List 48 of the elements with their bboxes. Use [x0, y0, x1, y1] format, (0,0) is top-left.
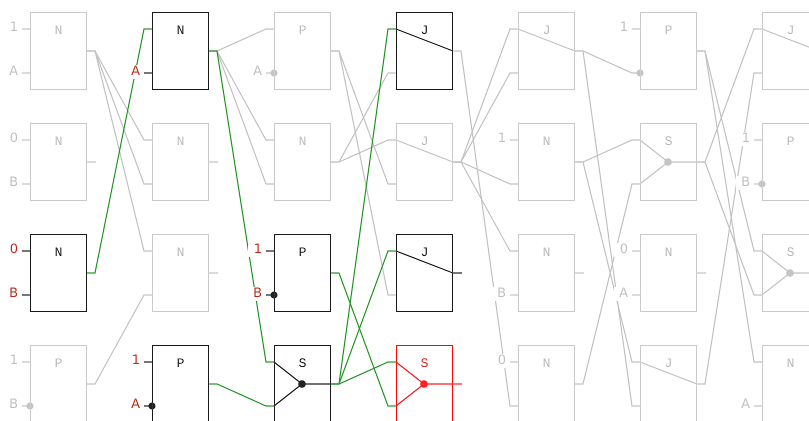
gate-letter: J [420, 245, 430, 260]
port-label: B [492, 287, 506, 301]
gate-letter: J [542, 23, 552, 38]
gate-letter: P [786, 134, 796, 149]
gate-letter: P [54, 356, 64, 371]
gate-letter: N [176, 134, 186, 149]
wire [331, 50, 396, 296]
wire [453, 161, 518, 252]
port-label: 1 [248, 243, 262, 257]
gate-letter: N [54, 23, 64, 38]
gate-letter: J [664, 356, 674, 371]
gate-letter: J [420, 134, 430, 149]
gate-letter: N [542, 356, 552, 371]
wire [331, 361, 396, 385]
gate-letter: J [786, 23, 796, 38]
gate-letter: P [298, 23, 308, 38]
gate-letter: P [298, 245, 308, 260]
gate-letter: N [664, 245, 674, 260]
wire [331, 272, 396, 407]
gate-letter: N [298, 134, 308, 149]
gate-letter: N [176, 23, 186, 38]
port-label: B [736, 176, 750, 190]
port-label: 0 [614, 243, 628, 257]
wire [575, 183, 640, 385]
gate-letter: J [420, 23, 430, 38]
port-label: A [614, 287, 628, 301]
gate-letter: S [786, 245, 796, 260]
gate-letter: N [54, 134, 64, 149]
wire [87, 50, 152, 252]
gate-letter: S [420, 356, 430, 371]
gate-letter: N [786, 356, 796, 371]
gate-letter: S [298, 356, 308, 371]
wire [453, 50, 518, 407]
gate-letter: N [542, 134, 552, 149]
wire [209, 383, 274, 407]
wire [697, 161, 762, 296]
gate-letter: N [542, 245, 552, 260]
gate-letter: S [664, 134, 674, 149]
gate-letter: N [54, 245, 64, 260]
wire [87, 28, 152, 274]
wire [209, 50, 274, 363]
wire [87, 294, 152, 385]
wire [575, 50, 640, 407]
wire [575, 161, 640, 363]
gate-letter: P [176, 356, 186, 371]
wire [331, 139, 396, 163]
gate-letter: P [664, 23, 674, 38]
gate-letter: N [176, 245, 186, 260]
